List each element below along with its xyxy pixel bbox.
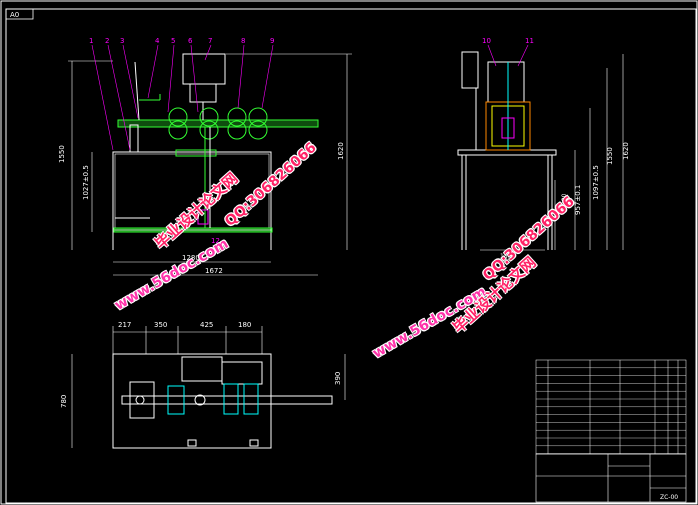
side-dim-d6: 180 xyxy=(500,253,512,260)
balloon-4: 4 xyxy=(155,37,160,45)
sheet-size-label: A0 xyxy=(10,11,19,19)
balloon-2: 2 xyxy=(105,37,109,45)
dim-height-total: 1550 xyxy=(58,145,66,163)
dim-height-table: 1027±0.5 xyxy=(82,165,90,200)
top-view xyxy=(112,353,333,449)
side-dim-d4: 1620 xyxy=(622,142,630,160)
top-view-dimensions xyxy=(71,326,346,448)
side-dim-d1: 957±0.1 xyxy=(574,185,582,215)
balloon-3: 3 xyxy=(120,37,124,45)
parts-list-rows xyxy=(536,367,686,454)
front-view-dimensions xyxy=(68,53,352,276)
balloon-7: 7 xyxy=(208,37,212,45)
side-dim-d2: 1097±0.5 xyxy=(592,165,600,200)
top-dim-b: 350 xyxy=(154,321,167,329)
side-dim-d3: 1550 xyxy=(606,147,614,165)
balloon-10: 10 xyxy=(482,37,491,45)
parts-list xyxy=(535,359,687,455)
balloon-8: 8 xyxy=(241,37,245,45)
top-dim-depth: 780 xyxy=(60,395,68,408)
side-view-dimensions xyxy=(480,54,624,251)
dim-height-top: 1620 xyxy=(337,142,345,160)
dim-width-frame: 1280 xyxy=(182,254,200,262)
side-dim-d5: 820 xyxy=(561,193,568,205)
balloon-1: 1 xyxy=(89,37,93,45)
top-dim-c: 425 xyxy=(200,321,213,329)
title-block xyxy=(535,453,687,503)
dim-width-total: 1672 xyxy=(205,267,223,275)
drawing-number: ZC-00 xyxy=(660,494,678,501)
side-view xyxy=(457,51,557,250)
top-dim-d: 180 xyxy=(238,321,251,329)
sheet-border-inner xyxy=(5,8,697,504)
balloon-9: 9 xyxy=(270,37,274,45)
sheet-size-box xyxy=(5,8,34,20)
part-label-12: 12 xyxy=(211,237,220,245)
front-view-leaders xyxy=(91,44,274,151)
balloon-6: 6 xyxy=(188,37,193,45)
top-dim-a: 217 xyxy=(118,321,131,329)
balloon-5: 5 xyxy=(171,37,175,45)
balloon-11: 11 xyxy=(525,37,534,45)
front-view xyxy=(112,53,319,250)
top-dim-side: 390 xyxy=(334,372,342,385)
